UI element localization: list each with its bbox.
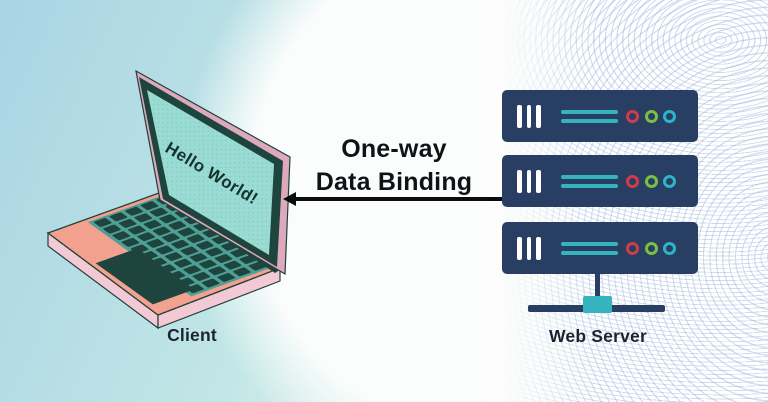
data-lines-icon: [560, 241, 618, 255]
led-cyan-icon: [663, 109, 676, 123]
status-leds: [626, 174, 676, 188]
server-unit: [502, 90, 698, 142]
led-red-icon: [626, 241, 639, 255]
client-label: Client: [167, 325, 217, 345]
led-cyan-icon: [663, 174, 676, 188]
screen-texture: [147, 90, 274, 255]
title-line-1: One-way: [341, 135, 447, 163]
network-hub-icon: [583, 296, 612, 313]
data-lines-icon: [560, 174, 618, 188]
status-leds: [626, 109, 676, 123]
web-server-stack: [502, 90, 698, 340]
vent-bars-icon: [517, 104, 541, 128]
laptop-screen: Hello World!: [135, 69, 291, 276]
left-arrow-icon: [283, 191, 296, 206]
one-way-arrow-shaft: [294, 197, 503, 201]
server-unit: [502, 155, 698, 207]
status-leds: [626, 241, 676, 255]
web-server-label: Web Server: [549, 326, 647, 346]
led-red-icon: [626, 174, 639, 188]
title-line-2: Data Binding: [315, 168, 473, 196]
trackpad: [95, 248, 195, 305]
led-red-icon: [626, 109, 639, 123]
vent-bars-icon: [517, 169, 541, 193]
led-green-icon: [644, 241, 658, 255]
led-green-icon: [644, 174, 658, 188]
vent-bars-icon: [517, 236, 541, 260]
data-lines-icon: [560, 109, 618, 123]
led-cyan-icon: [663, 241, 676, 255]
server-unit: [502, 222, 698, 274]
network-cable: [595, 274, 600, 301]
led-green-icon: [644, 109, 658, 123]
diagram-title: One-way Data Binding: [276, 133, 512, 199]
